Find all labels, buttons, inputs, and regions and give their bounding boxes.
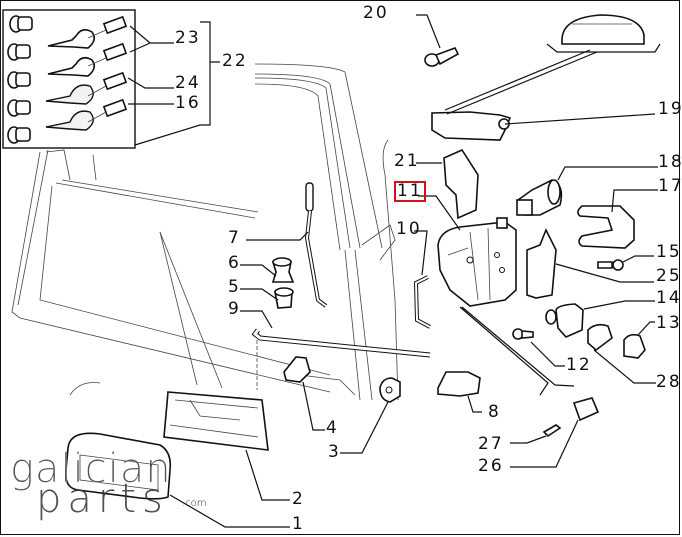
part-11-lock	[418, 195, 517, 307]
part-12-screw	[512, 328, 565, 367]
door-outline	[11, 63, 399, 401]
part-4-clip	[283, 356, 325, 431]
callout-8[interactable]: 8	[488, 402, 501, 422]
callout-25[interactable]: 25	[656, 266, 682, 286]
watermark-logo: galician parts .com	[10, 446, 225, 519]
part-28-gasket	[587, 323, 656, 384]
callout-23[interactable]: 23	[175, 28, 201, 48]
callout-18[interactable]: 18	[658, 152, 682, 172]
part-14-plate	[545, 300, 655, 338]
part-8-bracket	[437, 371, 482, 413]
callout-26[interactable]: 26	[478, 456, 504, 476]
part-26-connector	[510, 397, 600, 468]
callout-24[interactable]: 24	[175, 73, 201, 93]
callout-5[interactable]: 5	[228, 277, 241, 297]
watermark-line2: parts	[36, 476, 169, 522]
callout-4[interactable]: 4	[326, 418, 339, 438]
callout-19[interactable]: 19	[658, 99, 682, 119]
key-set-box	[2, 9, 220, 149]
part-25-cover	[526, 228, 654, 299]
callout-15[interactable]: 15	[656, 242, 682, 262]
part-13-clip	[623, 321, 655, 359]
part-7-rod	[246, 182, 328, 308]
part-27-pin	[510, 424, 562, 444]
callout-9[interactable]: 9	[228, 299, 241, 319]
part-5-bushing	[240, 287, 294, 309]
callout-10[interactable]: 10	[396, 219, 422, 239]
part-3-cam	[340, 377, 401, 454]
callout-27[interactable]: 27	[478, 434, 504, 454]
callout-22[interactable]: 22	[222, 51, 248, 71]
part-1-bezel	[64, 432, 290, 528]
callout-21[interactable]: 21	[394, 151, 420, 171]
lock-cylinders	[7, 15, 33, 144]
part-18-cylinder	[516, 166, 658, 216]
callout-12[interactable]: 12	[566, 355, 592, 375]
part-17-clip	[577, 189, 658, 249]
part-19-bracket	[431, 14, 661, 141]
callout-20[interactable]: 20	[363, 3, 389, 23]
callout-14[interactable]: 14	[656, 288, 682, 308]
watermark-suffix: .com	[182, 498, 207, 509]
callout-1[interactable]: 1	[292, 514, 305, 534]
callout-13[interactable]: 13	[656, 313, 682, 333]
callout-11-highlighted[interactable]: 11	[394, 181, 426, 202]
callout-6[interactable]: 6	[228, 253, 241, 273]
keys	[45, 15, 128, 131]
part-2-handle	[163, 391, 290, 501]
part-21-plate	[416, 148, 479, 220]
lock-leader-line	[459, 306, 575, 396]
watermark-line1: galician	[10, 446, 172, 492]
part-9-rod	[240, 310, 431, 390]
callout-17[interactable]: 17	[658, 176, 682, 196]
part-10-rod	[361, 224, 431, 329]
part-15-screw	[597, 255, 654, 271]
callout-2[interactable]: 2	[292, 489, 305, 509]
callout-16[interactable]: 16	[175, 93, 201, 113]
callout-28[interactable]: 28	[656, 372, 682, 392]
callout-3[interactable]: 3	[328, 442, 341, 462]
callout-7[interactable]: 7	[228, 228, 241, 248]
part-20-bolt	[416, 14, 460, 67]
part-6-bushing	[240, 257, 295, 283]
